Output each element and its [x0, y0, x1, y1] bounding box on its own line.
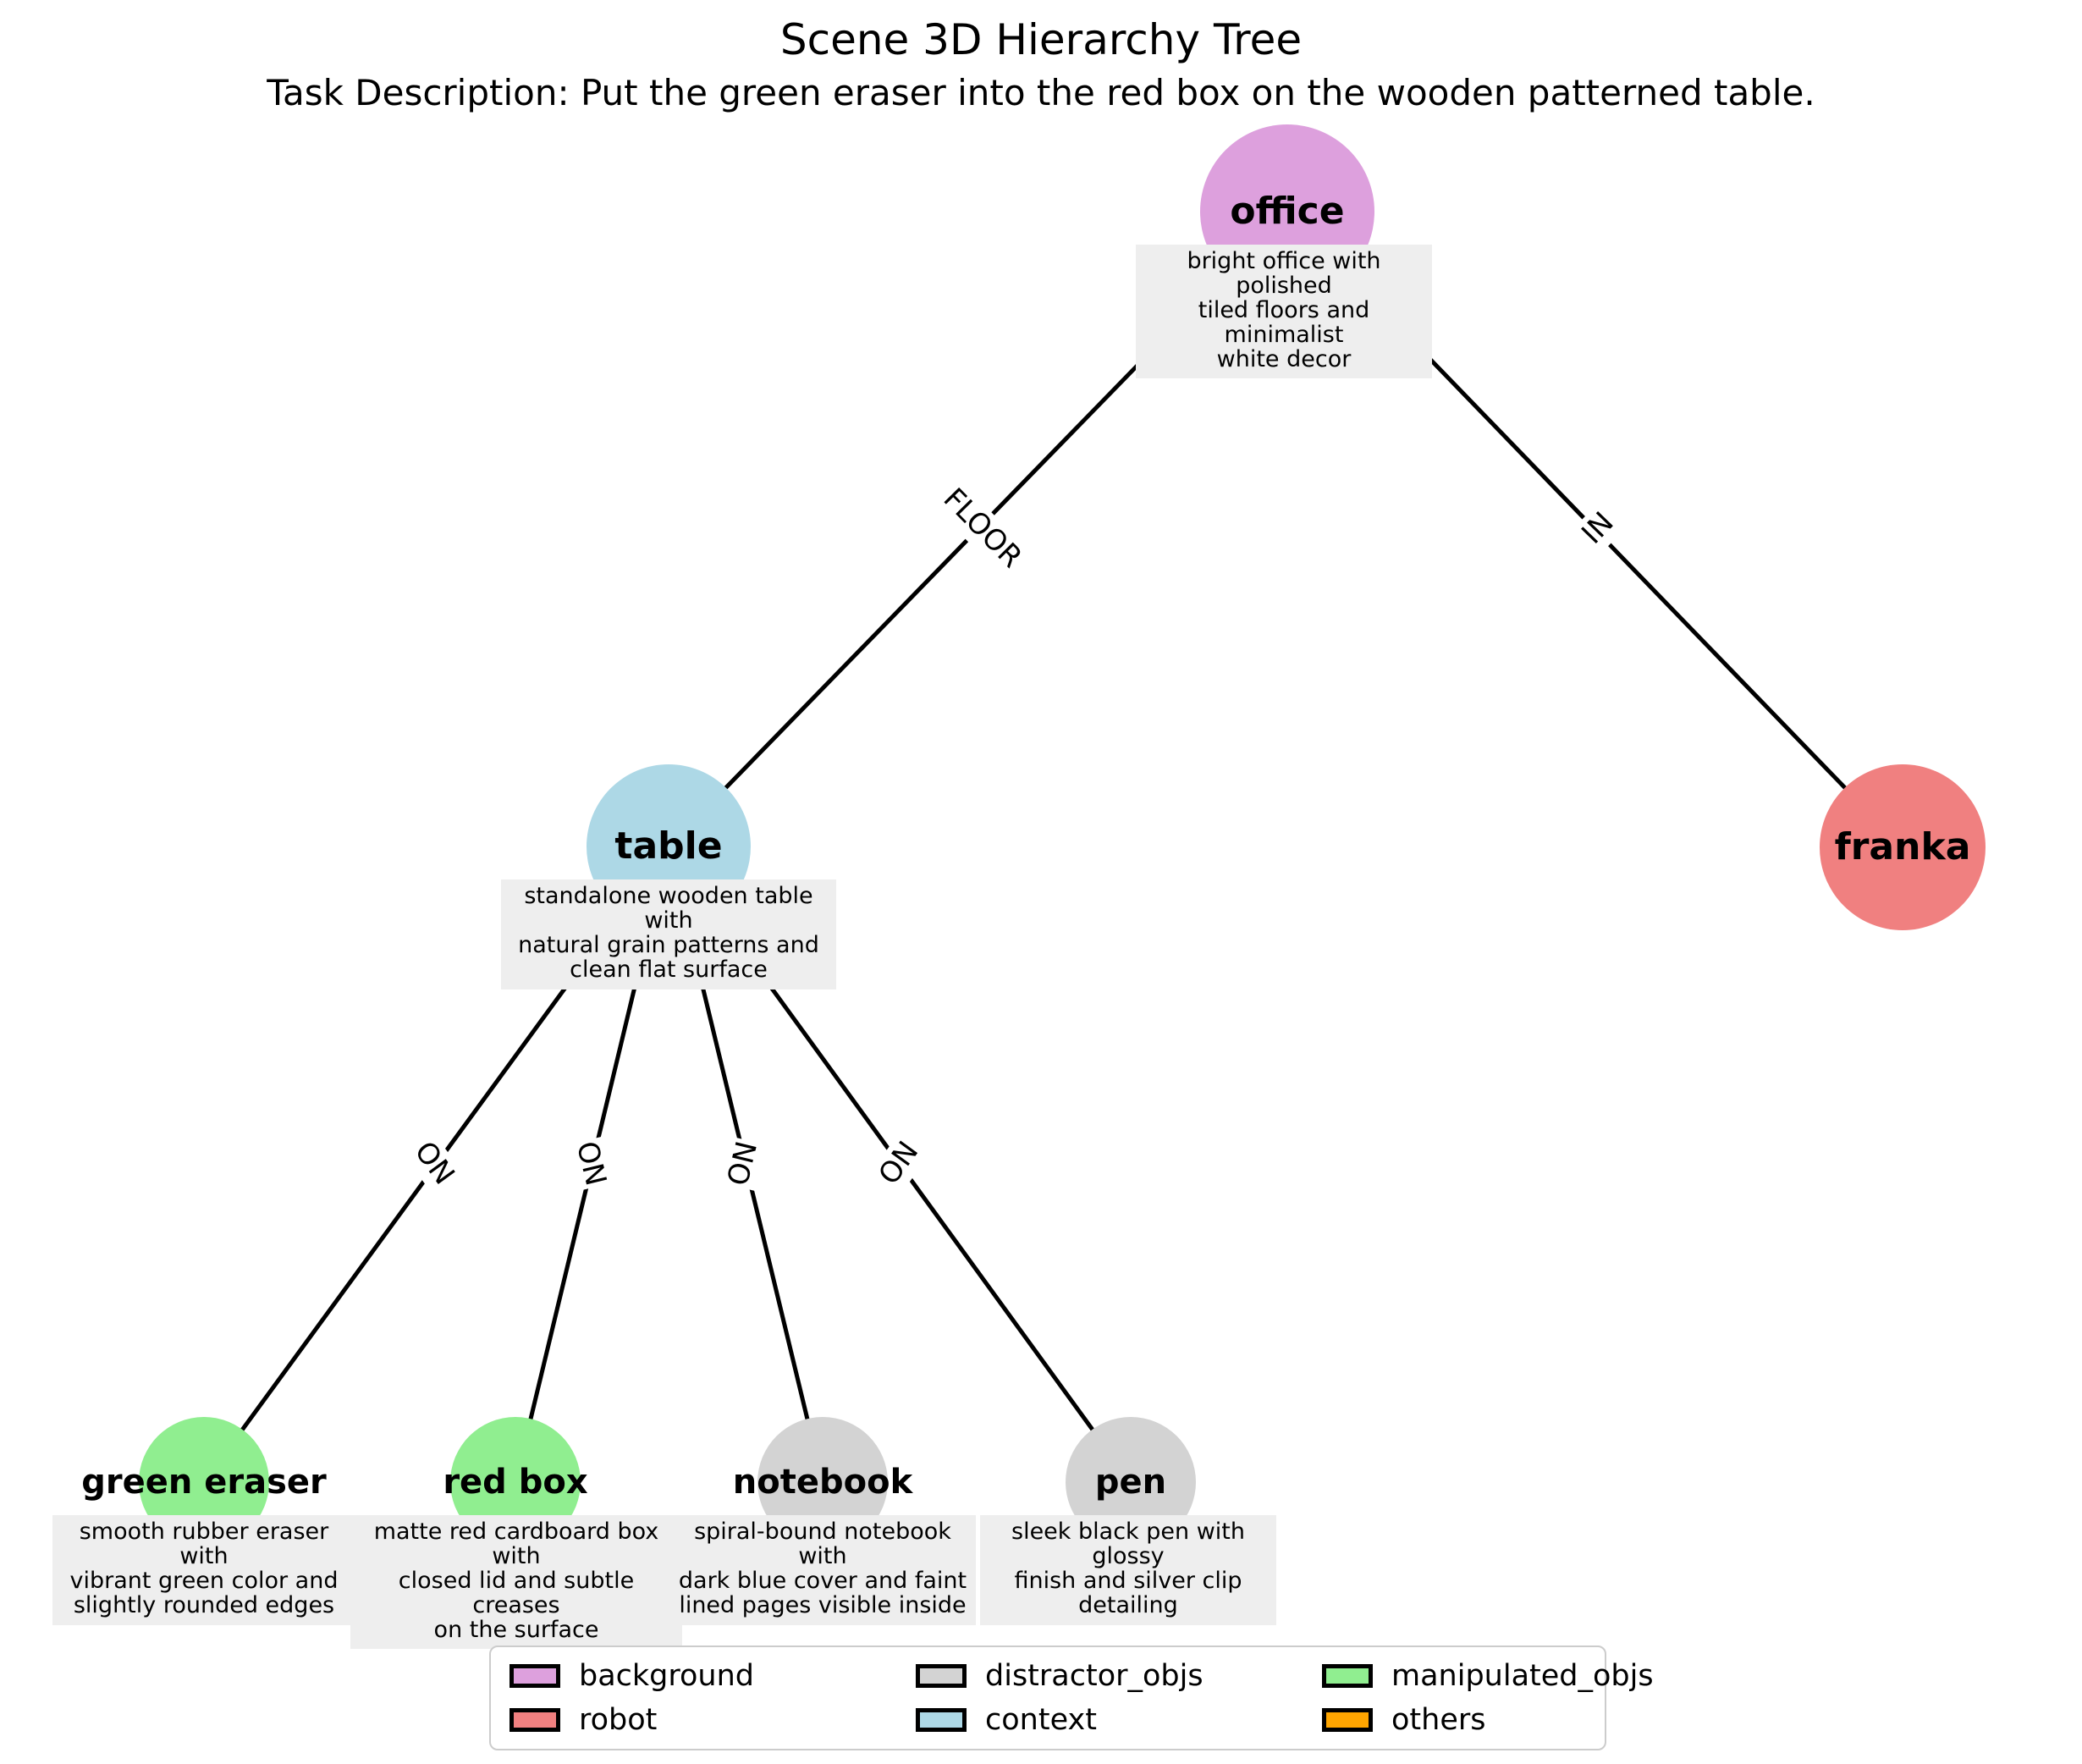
legend-item: background — [509, 1659, 916, 1693]
legend-item: distractor_objs — [916, 1659, 1322, 1693]
edge-label-halo — [566, 1136, 614, 1192]
legend-label: background — [579, 1659, 755, 1693]
node-description-notebook: spiral-bound notebook with dark blue cov… — [669, 1515, 976, 1625]
node-label: table — [614, 824, 722, 868]
legend-swatch — [916, 1664, 967, 1688]
page-title: Scene 3D Hierarchy Tree — [779, 15, 1303, 64]
edge-label-halo — [870, 1133, 929, 1194]
legend-swatch — [1322, 1708, 1373, 1732]
legend-swatch — [1322, 1664, 1373, 1688]
legend-label: context — [985, 1703, 1097, 1737]
legend-item: context — [916, 1703, 1322, 1737]
node-description-table: standalone wooden table with natural gra… — [501, 879, 836, 989]
node-circle[interactable] — [1820, 764, 1986, 930]
legend-label: robot — [579, 1703, 658, 1737]
graph-node-red_box[interactable]: red box — [443, 1417, 588, 1547]
node-label: notebook — [733, 1463, 914, 1502]
edge-label: FLOOR — [937, 482, 1029, 575]
legend-item: manipulated_objs — [1322, 1659, 1654, 1693]
graph-node-notebook[interactable]: notebook — [733, 1417, 914, 1547]
task-description-subtitle: Task Description: Put the green eraser i… — [267, 72, 1815, 113]
edge-label-halo — [1568, 499, 1629, 560]
edge-label: ON — [872, 1135, 925, 1191]
node-circle[interactable] — [757, 1417, 888, 1547]
legend-swatch — [509, 1664, 560, 1688]
graph-node-franka[interactable]: franka — [1820, 764, 1986, 930]
node-label: red box — [443, 1463, 588, 1502]
legend-swatch — [509, 1708, 560, 1732]
edge-label-halo — [720, 1136, 768, 1192]
node-description-green_eraser: smooth rubber eraser with vibrant green … — [52, 1515, 355, 1625]
legend-label: distractor_objs — [985, 1659, 1203, 1693]
node-label: pen — [1095, 1463, 1166, 1502]
node-label: green eraser — [81, 1463, 327, 1502]
edge-label-halo — [404, 1133, 463, 1194]
nodes-layer: office table franka green eraser red box note… — [81, 124, 1986, 1547]
graph-node-green_eraser[interactable]: green eraser — [81, 1417, 327, 1547]
legend: background distractor_objs manipulated_obj… — [489, 1645, 1654, 1750]
legend-item: robot — [509, 1703, 916, 1737]
node-circle[interactable] — [139, 1417, 269, 1547]
legend-label: manipulated_objs — [1391, 1659, 1654, 1693]
node-label: office — [1230, 190, 1344, 233]
node-circle[interactable] — [1066, 1417, 1196, 1547]
node-circle[interactable] — [450, 1417, 581, 1547]
node-label: franka — [1835, 825, 1971, 868]
edge-label-halo — [933, 480, 1031, 578]
legend-swatch — [916, 1708, 967, 1732]
node-description-red_box: matte red cardboard box with closed lid … — [350, 1515, 682, 1650]
legend-label: others — [1391, 1703, 1486, 1737]
graph-node-pen[interactable]: pen — [1066, 1417, 1196, 1547]
node-description-pen: sleek black pen with glossy finish and s… — [980, 1515, 1276, 1625]
legend-item: others — [1322, 1703, 1610, 1737]
node-description-office: bright office with polished tiled floors… — [1136, 245, 1432, 379]
